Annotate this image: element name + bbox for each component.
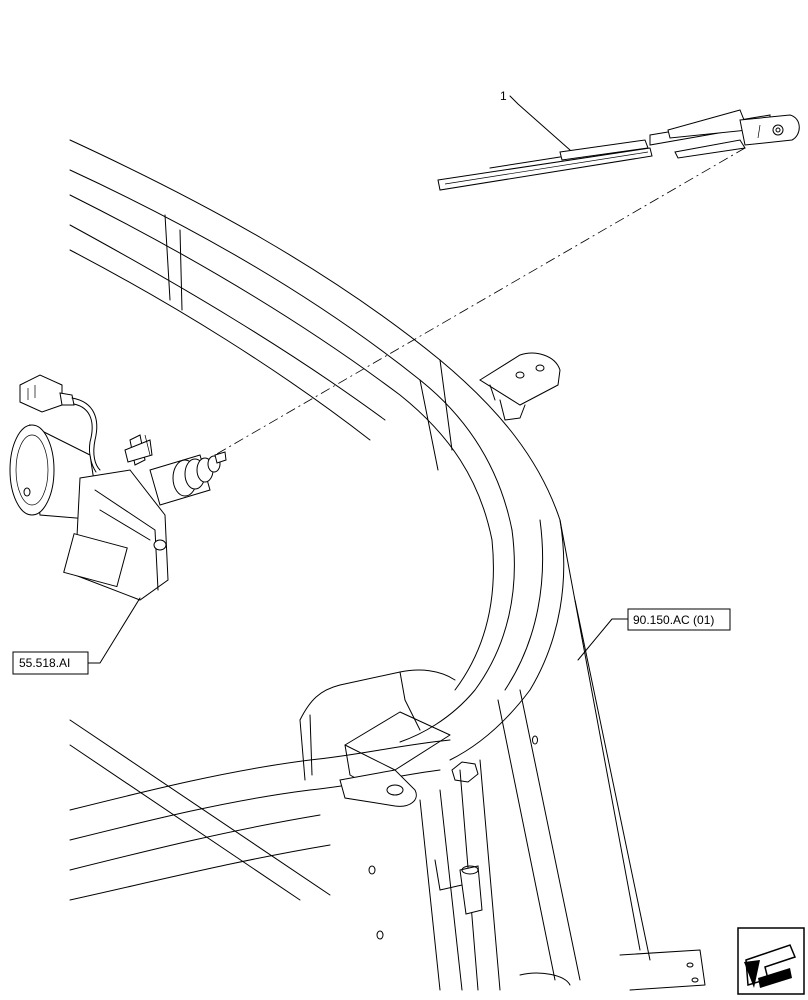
leader-line-frame — [577, 618, 629, 661]
item-number-label: 1 — [500, 89, 507, 103]
wiper-arm-blade — [437, 109, 800, 191]
cab-frame — [69, 139, 706, 991]
leader-line-motor — [87, 597, 141, 664]
previous-page-arrow-icon[interactable] — [737, 927, 805, 995]
leader-line-item-1 — [509, 95, 571, 151]
callout-motor-ref[interactable]: 55.518.AI — [12, 597, 141, 675]
wiper-motor — [9, 374, 227, 601]
alignment-line — [214, 147, 746, 456]
motor-ref-label: 55.518.AI — [19, 656, 70, 670]
callout-frame-ref[interactable]: 90.150.AC (01) — [577, 608, 731, 661]
frame-ref-label: 90.150.AC (01) — [633, 613, 714, 627]
callout-item-1: 1 — [500, 89, 571, 151]
